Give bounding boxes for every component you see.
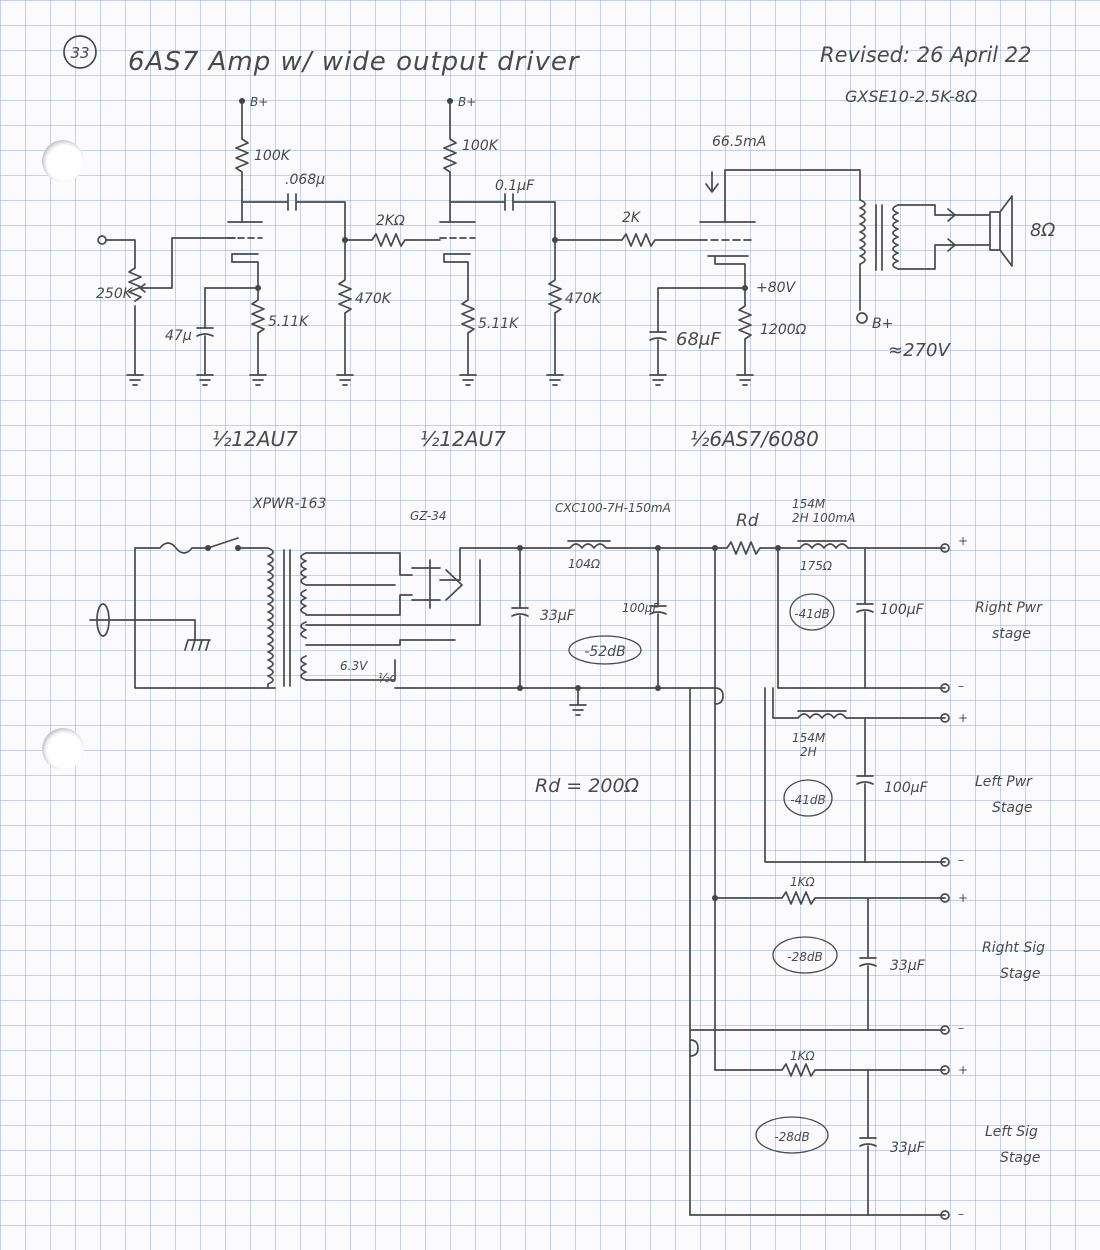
cathode-resistor-2-label: 5.11K [478, 316, 520, 332]
rectifier-tube [411, 547, 521, 609]
right-sig-cap: 33μF [890, 958, 926, 974]
heater-ct-label: ½c [378, 671, 397, 685]
right-pwr-minus-terminal [940, 683, 950, 693]
choke-2-res: 175Ω [800, 559, 833, 573]
cathode-voltage-label: +80V [756, 280, 797, 296]
cathode-resistor-3-label: 1200Ω [760, 322, 807, 338]
coupling-cap-1-label: .068μ [285, 172, 325, 188]
left-pwr-attenuation: -41dB [790, 793, 825, 807]
r-sig-2-label: 1KΩ [790, 1049, 816, 1063]
psu-c2-attenuation: -52dB [584, 644, 625, 660]
choke-1-res-label: 104Ω [568, 557, 601, 571]
power-supply-schematic: XPWR-163 6.3V ½c GZ-34 CXC100-7H-150mA 1… [89, 496, 1045, 1221]
cathode-cap-1-label: 47μ [165, 328, 192, 344]
left-pwr-label-1: Left Pwr [975, 774, 1033, 790]
speaker [954, 195, 1013, 267]
page-number-circle [63, 35, 97, 69]
left-sig-attenuation: -28dB [774, 1130, 809, 1144]
left-pwr-cap: 100μF [884, 780, 929, 796]
power-transformer [267, 547, 481, 689]
ground-symbols-amp [126, 374, 754, 386]
plate-resistor-2-label: 100K [462, 138, 500, 154]
left-pwr-plus: + [958, 711, 968, 725]
right-pwr-minus: – [958, 679, 964, 693]
binder-hole-top [42, 140, 84, 182]
choke-2-spec: 2H 100mA [792, 511, 855, 525]
right-sig-plus-terminal [940, 893, 950, 903]
left-sig-plus-terminal [940, 1065, 950, 1075]
right-pwr-plus: + [958, 534, 968, 548]
right-pwr-cap: 100μF [880, 602, 925, 618]
tube-1-label: ½12AU7 [212, 427, 298, 451]
output-transformer-ref: GXSE10-2.5K-8Ω [845, 87, 978, 106]
b-plus-1: B+ [250, 95, 268, 109]
left-pwr-minus: – [958, 853, 964, 867]
cathode-resistor-1-label: 5.11K [268, 314, 310, 330]
right-sig-minus-terminal [940, 1025, 950, 1035]
cathode-cap-3-label: 68μF [676, 329, 721, 350]
left-sig-plus: + [958, 1063, 968, 1077]
left-sig-cap: 33μF [890, 1140, 926, 1156]
choke-2-label: 154M [792, 497, 826, 511]
grid-stopper-2-label: 2K [622, 210, 642, 226]
pot-label: 250K [96, 286, 134, 302]
tube-1 [227, 221, 263, 263]
psu-cap-2-label: 100μF [622, 601, 661, 615]
rd-label: Rd [736, 511, 759, 531]
volume-pot [128, 267, 142, 302]
right-pwr-attenuation: -41dB [794, 607, 829, 621]
right-pwr-label-2: stage [992, 626, 1031, 642]
header: 33 6AS7 Amp w/ wide output driver Revise… [63, 35, 1032, 106]
tube-3-label: ½6AS7/6080 [690, 427, 819, 451]
b-plus-voltage: ≈270V [888, 340, 951, 361]
left-sig-label-2: Stage [1000, 1150, 1040, 1166]
grid-resistor-1-label: 470K [355, 291, 393, 307]
left-sig-minus-terminal [940, 1210, 950, 1220]
b-plus-3: B+ [872, 316, 893, 332]
right-sig-attenuation: -28dB [787, 950, 822, 964]
left-pwr-plus-terminal [940, 713, 950, 723]
right-sig-minus: – [958, 1021, 964, 1035]
plate-resistor-1-label: 100K [254, 148, 292, 164]
tube-2-label: ½12AU7 [420, 427, 506, 451]
rectifier-label: GZ-34 [410, 509, 447, 523]
amplifier-schematic: 250K B+ 100K .068μ 5.11K 47μ [96, 95, 1055, 451]
tube-3 [699, 221, 756, 257]
choke-1-label: CXC100-7H-150mA [555, 501, 671, 515]
binder-hole-bottom [42, 728, 84, 770]
right-sig-label-1: Right Sig [982, 940, 1045, 956]
left-pwr-minus-terminal [940, 857, 950, 867]
page-number: 33 [70, 44, 89, 62]
right-pwr-label-1: Right Pwr [975, 600, 1043, 616]
output-transformer [859, 199, 956, 311]
right-sig-label-2: Stage [1000, 966, 1040, 982]
choke-3-spec: 2H [800, 745, 817, 759]
left-sig-label-1: Left Sig [985, 1124, 1038, 1140]
revised-date: Revised: 26 April 22 [820, 43, 1032, 67]
right-sig-plus: + [958, 891, 968, 905]
b-plus-output-terminal [856, 312, 868, 324]
page-title: 6AS7 Amp w/ wide output driver [128, 47, 581, 77]
grid-resistor-2-label: 470K [565, 291, 603, 307]
tube-2 [439, 221, 476, 255]
r-sig-1-label: 1KΩ [790, 875, 816, 889]
heater-voltage-label: 6.3V [340, 659, 368, 673]
coupling-cap-2-label: 0.1μF [495, 178, 535, 194]
plate-current-label: 66.5mA [712, 134, 766, 150]
right-pwr-plus-terminal [940, 543, 950, 553]
left-pwr-label-2: Stage [992, 800, 1032, 816]
left-sig-minus: – [958, 1207, 964, 1221]
choke-3-label: 154M [792, 731, 826, 745]
rd-value: Rd = 200Ω [535, 775, 640, 797]
b-plus-2: B+ [458, 95, 476, 109]
psu-cap-1-label: 33μF [540, 608, 576, 624]
grid-stopper-label: 2KΩ [376, 213, 405, 229]
input-terminal [97, 235, 107, 245]
speaker-impedance: 8Ω [1030, 220, 1055, 241]
power-transformer-label: XPWR-163 [252, 496, 326, 512]
